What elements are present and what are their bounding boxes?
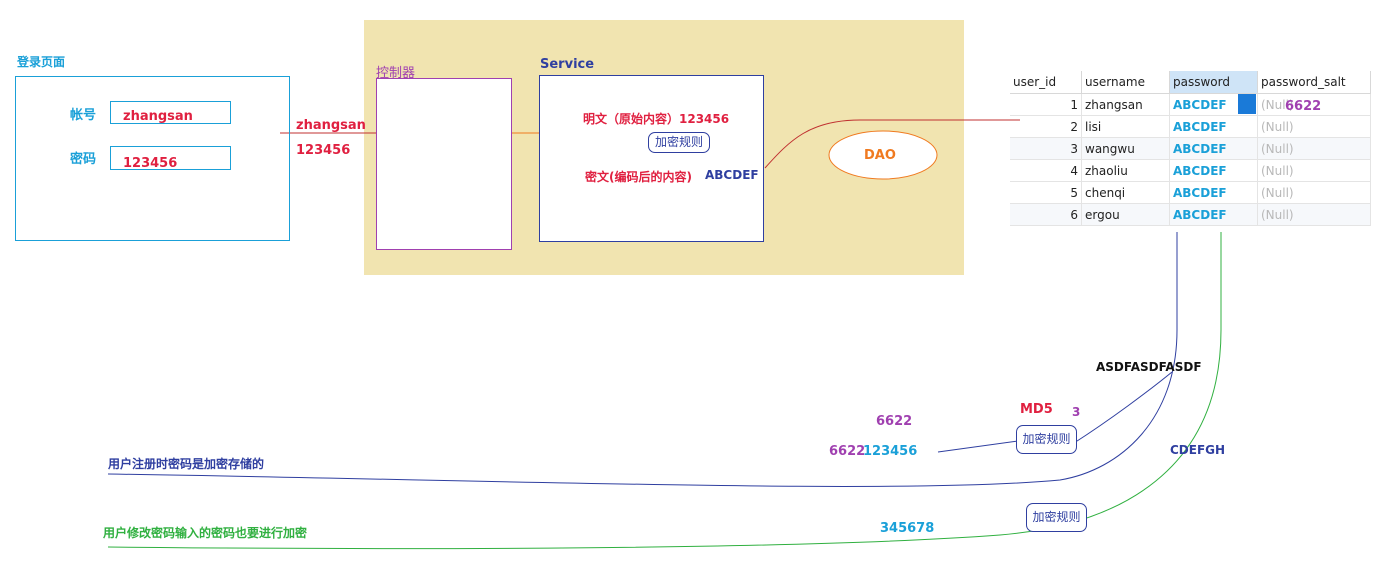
cell-username: zhangsan <box>1081 93 1170 116</box>
register-note: 用户注册时密码是加密存储的 <box>108 457 265 471</box>
cell-user-id: 1 <box>1010 93 1082 116</box>
cell-user-id: 4 <box>1010 159 1082 182</box>
password-value: 123456 <box>123 156 178 171</box>
cell-salt: (Null) <box>1257 203 1371 226</box>
hash-to-result-line <box>1073 371 1173 444</box>
controller-box <box>376 78 512 250</box>
column-header-username[interactable]: username <box>1081 71 1170 94</box>
cell-username: ergou <box>1081 203 1170 226</box>
cell-user-id: 3 <box>1010 137 1082 160</box>
table-row[interactable]: 5 chenqi ABCDEF (Null) <box>1010 181 1371 204</box>
transfer-username: zhangsan <box>296 118 366 133</box>
dao-ellipse <box>828 130 938 180</box>
account-label: 帐号 <box>70 108 97 123</box>
login-title: 登录页面 <box>17 55 66 69</box>
cell-username: lisi <box>1081 115 1170 138</box>
hash-rule-badge: 加密规则 <box>1016 425 1077 454</box>
cell-salt: (Null) <box>1257 137 1371 160</box>
cipher-second: CDEFGH <box>1170 443 1226 457</box>
service-to-db-line <box>764 119 1020 169</box>
cell-salt: (Null) <box>1257 159 1371 182</box>
service-title: Service <box>540 57 595 72</box>
cell-username: wangwu <box>1081 137 1170 160</box>
table-row[interactable]: 2 lisi ABCDEF (Null) <box>1010 115 1371 138</box>
modify-flow-line <box>107 232 1222 550</box>
service-box <box>539 75 764 242</box>
register-flow-line <box>107 232 1178 487</box>
cell-username: zhaoliu <box>1081 159 1170 182</box>
cell-password[interactable]: ABCDEF <box>1169 203 1258 226</box>
new-password: 345678 <box>880 521 935 536</box>
cell-password[interactable]: ABCDEF <box>1169 181 1258 204</box>
salt-overlay: 6622 <box>1285 99 1322 114</box>
cell-password[interactable]: ABCDEF <box>1169 159 1258 182</box>
column-header-user-id[interactable]: user_id <box>1010 71 1082 94</box>
md5-iterations: 3 <box>1072 405 1081 419</box>
table-row[interactable]: 1 zhangsan ABCDEF (Null) <box>1010 93 1371 116</box>
modify-rule-badge: 加密规则 <box>1026 503 1087 532</box>
cell-user-id: 5 <box>1010 181 1082 204</box>
salt-top: 6622 <box>876 414 913 429</box>
cell-user-id: 2 <box>1010 115 1082 138</box>
cell-salt: (Null) <box>1257 181 1371 204</box>
account-value: zhangsan <box>123 109 193 124</box>
cell-user-id: 6 <box>1010 203 1082 226</box>
column-header-password-salt[interactable]: password_salt <box>1257 71 1371 94</box>
cipher-value: ABCDEF <box>705 168 759 182</box>
plain-text: 明文（原始内容）123456 <box>583 112 730 126</box>
table-row[interactable]: 4 zhaoliu ABCDEF (Null) <box>1010 159 1371 182</box>
cell-salt: (Null) <box>1257 115 1371 138</box>
encrypt-rule-badge: 加密规则 <box>648 132 710 153</box>
user-table: user_id username password password_salt … <box>1010 71 1371 226</box>
hash-result: ASDFASDFASDF <box>1096 360 1202 374</box>
cell-password[interactable]: ABCDEF <box>1169 115 1258 138</box>
controller-title: 控制器 <box>376 66 416 81</box>
md5-label: MD5 <box>1020 402 1053 417</box>
account-field[interactable] <box>110 101 231 124</box>
salted-password: 123456 <box>863 444 918 459</box>
column-header-password[interactable]: password <box>1169 71 1258 94</box>
cell-password[interactable]: ABCDEF <box>1169 137 1258 160</box>
cell-salt: (Null) <box>1257 93 1371 116</box>
login-page-box <box>15 76 290 241</box>
salt-inline: 6622 <box>829 444 866 459</box>
password-label: 密码 <box>70 152 97 167</box>
cipher-text: 密文(编码后的内容) <box>585 170 692 184</box>
table-row[interactable]: 3 wangwu ABCDEF (Null) <box>1010 137 1371 160</box>
password-field[interactable] <box>110 146 231 170</box>
cell-password[interactable]: ABCDEF <box>1169 93 1258 116</box>
transfer-password: 123456 <box>296 143 351 158</box>
cell-username: chenqi <box>1081 181 1170 204</box>
salt-to-rule-line <box>937 440 1019 453</box>
selected-cell-marker <box>1238 94 1256 114</box>
dao-label: DAO <box>864 148 896 163</box>
table-row[interactable]: 6 ergou ABCDEF (Null) <box>1010 203 1371 226</box>
modify-note: 用户修改密码输入的密码也要进行加密 <box>103 526 308 540</box>
